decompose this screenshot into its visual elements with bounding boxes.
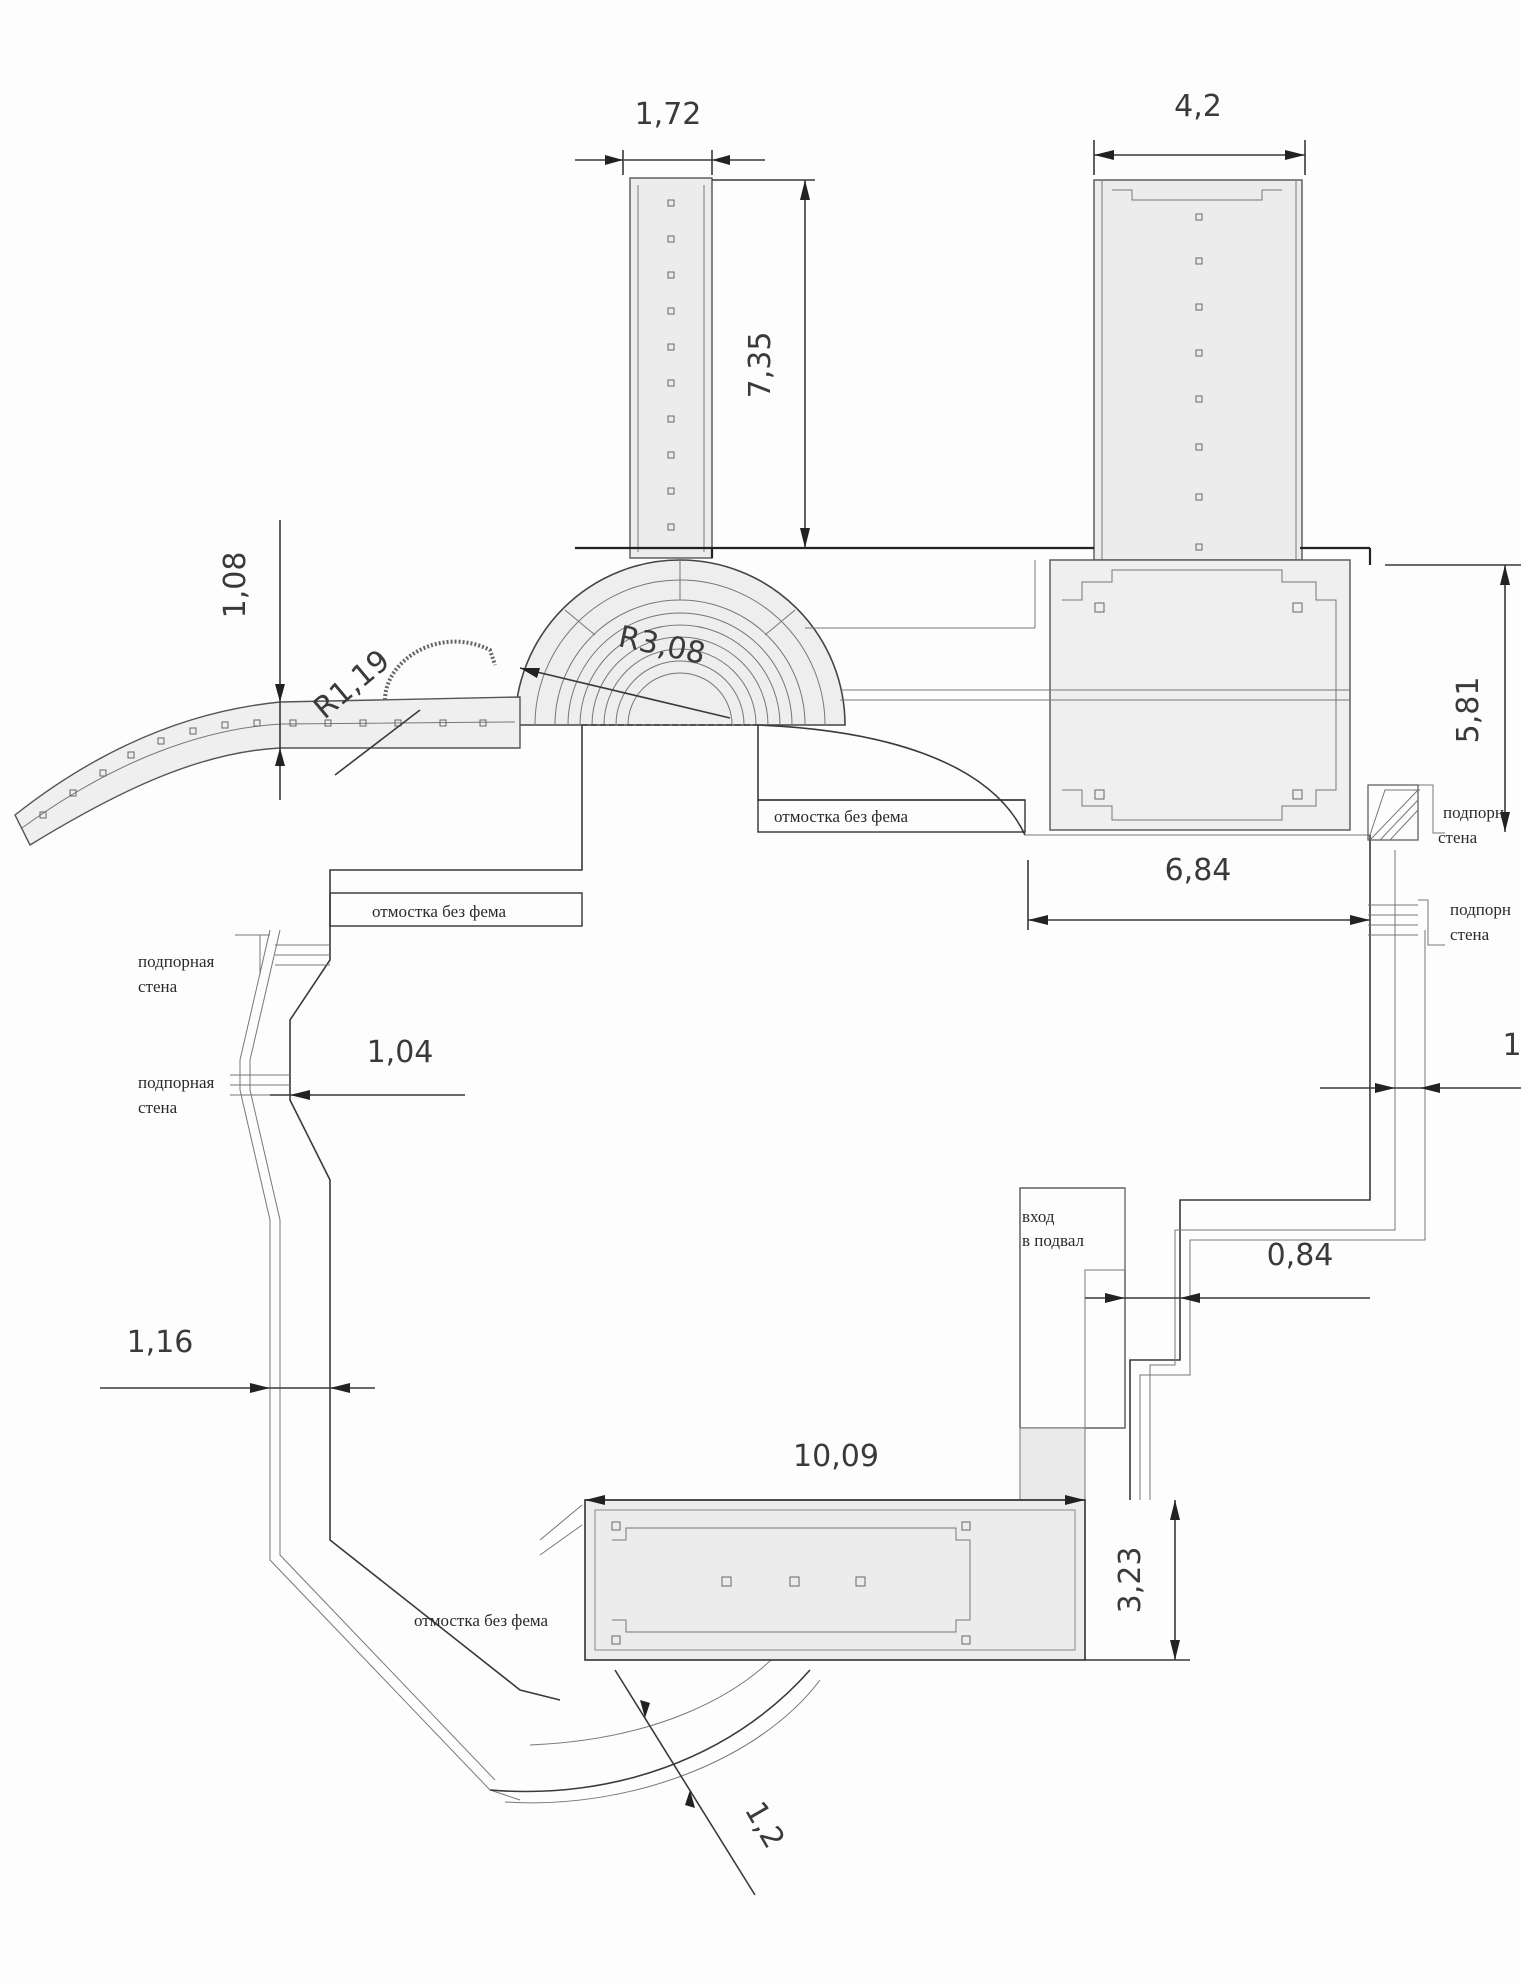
note-retaining-wall-3-line1: подпорн <box>1443 803 1504 822</box>
connector-lines <box>575 546 1372 701</box>
dimension-lines <box>100 140 1521 1896</box>
dim-height-right: 5,81 <box>1451 677 1486 744</box>
dim-path-width-top: 1,72 <box>635 97 702 132</box>
note-retaining-wall-2-line1: подпорная <box>138 1073 214 1092</box>
dim-length-right: 6,84 <box>1165 853 1232 888</box>
dim-terrace-length: 10,09 <box>793 1439 879 1474</box>
note-retaining-wall-4-line2: стена <box>1450 925 1490 944</box>
note-retaining-wall-1-line1: подпорная <box>138 952 214 971</box>
dim-width-left: 1,08 <box>218 552 253 619</box>
basement-entry <box>1019 1187 1126 1501</box>
east-retaining-walls <box>1367 784 1445 946</box>
round-steps <box>514 559 846 726</box>
note-blind-area-2: отмостка без фема <box>372 902 507 921</box>
blind-area-boxes <box>329 799 1026 927</box>
dim-width-lower-left: 1,16 <box>127 1325 194 1360</box>
dim-terrace-width: 3,23 <box>1113 1547 1148 1614</box>
note-blind-area-1: отмостка без фема <box>774 807 909 826</box>
north-path <box>629 177 713 559</box>
east-path-and-plaza <box>1049 179 1351 831</box>
note-blind-area-3: отмостка без фема <box>414 1611 549 1630</box>
note-retaining-wall-4-line1: подпорн <box>1450 900 1511 919</box>
note-retaining-wall-3-line2: стена <box>1438 828 1478 847</box>
note-retaining-wall-1-line2: стена <box>138 977 178 996</box>
dim-width-step: 0,84 <box>1267 1238 1334 1273</box>
note-retaining-wall-2-line2: стена <box>138 1098 178 1117</box>
dim-width-bottom: 1,2 <box>737 1796 791 1855</box>
note-basement-entry-line1: вход <box>1022 1207 1055 1226</box>
west-curved-path <box>14 639 521 846</box>
dim-width-mid-left: 1,04 <box>367 1035 434 1070</box>
south-terrace <box>584 1499 1086 1661</box>
west-outer-path <box>230 929 821 1804</box>
dim-path-length: 7,35 <box>743 332 778 399</box>
dim-path-width-right: 4,2 <box>1174 89 1222 124</box>
note-basement-entry-line2: в подвал <box>1022 1231 1085 1250</box>
dim-width-cut-right: 1 <box>1502 1028 1521 1063</box>
